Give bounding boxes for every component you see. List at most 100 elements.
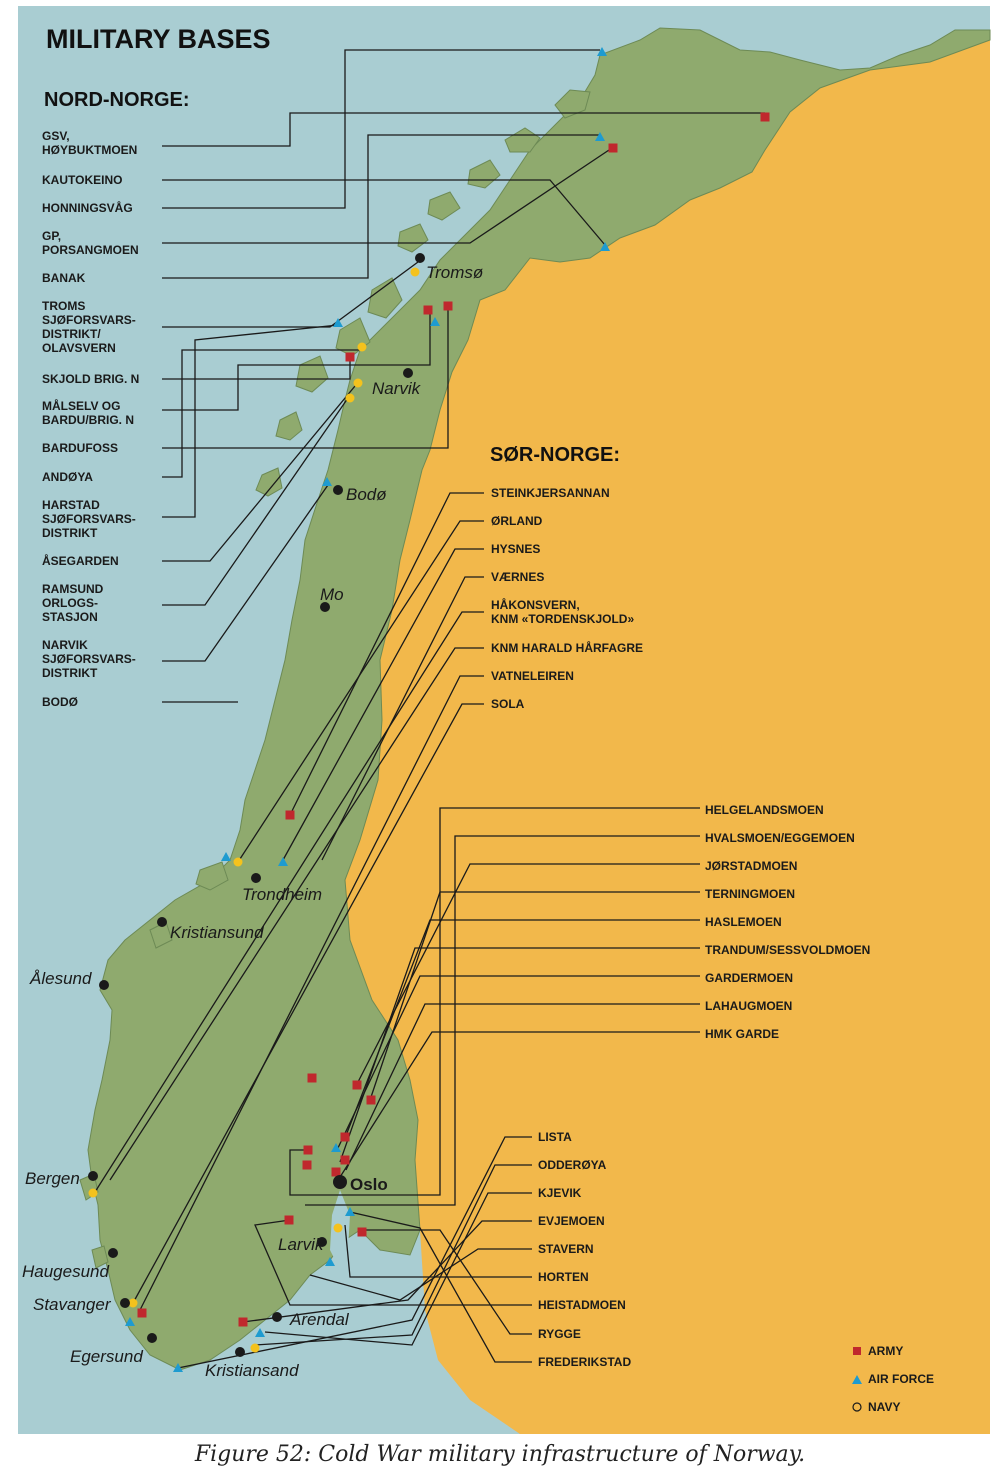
sor-base-label: JØRSTADMOEN (705, 859, 797, 873)
army-marker (302, 1160, 312, 1170)
city-label: Narvik (372, 379, 422, 398)
nord-base-label: BANAK (42, 271, 86, 285)
nord-base-label: GP,PORSANGMOEN (42, 229, 139, 257)
nord-norge-heading: NORD-NORGE: (44, 89, 190, 111)
city-label: Bergen (25, 1169, 80, 1188)
legend-army-swatch (853, 1347, 861, 1355)
army-marker (331, 1167, 341, 1177)
nord-base-label: ÅSEGARDEN (42, 553, 119, 568)
sor-base-label: GARDERMOEN (705, 971, 793, 985)
sor-base-label: ODDERØYA (538, 1158, 607, 1172)
nord-base-label-line: NARVIK (42, 638, 88, 652)
city-label: Larvik (278, 1235, 325, 1254)
sor-base-label: KJEVIK (538, 1186, 582, 1200)
nord-base-label-line: ANDØYA (42, 470, 93, 484)
air-force-marker (430, 317, 440, 326)
leader-line (177, 1136, 532, 1369)
army-marker (357, 1227, 367, 1237)
sor-base-label-line: VATNELEIREN (491, 669, 574, 683)
sor-base-label: ØRLAND (491, 514, 543, 528)
leader-line (162, 134, 600, 279)
leader-line (162, 261, 419, 328)
air-force-marker (600, 242, 610, 251)
air-force-marker (322, 477, 332, 486)
leader-line (237, 520, 484, 863)
leader-line (305, 835, 700, 1206)
army-marker (303, 1145, 313, 1155)
leader-line (345, 1003, 700, 1171)
army-marker (307, 1073, 317, 1083)
sor-base-label: STEINKJERSANNAN (491, 486, 610, 500)
city-dot (251, 873, 261, 883)
city-label: Stavanger (33, 1295, 112, 1314)
base-labels: GSV,HØYBUKTMOENKAUTOKEINOHONNINGSVÅGGP,P… (42, 129, 870, 1369)
nord-base-label-line: RAMSUND (42, 582, 104, 596)
nord-base-label-line: STASJON (42, 610, 98, 624)
air-force-marker (278, 857, 288, 866)
army-marker (760, 112, 770, 122)
nord-base-label-line: SJØFORSVARS- (42, 512, 136, 526)
sor-base-label: HÅKONSVERN,KNM «TORDENSKJOLD» (491, 597, 634, 626)
nord-base-label: KAUTOKEINO (42, 173, 122, 187)
sor-base-label: HELGELANDSMOEN (705, 803, 824, 817)
nord-base-label-line: GP, (42, 229, 61, 243)
army-marker (340, 1132, 350, 1142)
sor-base-label: HVALSMOEN/EGGEMOEN (705, 831, 855, 845)
city-dot (415, 253, 425, 263)
sor-base-label: TERNINGMOEN (705, 887, 795, 901)
leader-line (264, 1192, 532, 1346)
leader-line (162, 147, 613, 244)
leader-line (242, 1220, 532, 1323)
leader-line (162, 112, 765, 147)
leader-line (162, 355, 351, 380)
leader-line (162, 179, 606, 246)
city-dot (235, 1347, 245, 1357)
city-dot (333, 485, 343, 495)
army-marker (352, 1080, 362, 1090)
leader-line (309, 1248, 532, 1301)
legend-navy-swatch (852, 1402, 862, 1412)
nord-base-label-line: SKJOLD BRIG. N (42, 372, 139, 386)
city-label: Trondheim (242, 885, 322, 904)
sor-base-label: TRANDUM/SESSVOLDMOEN (705, 943, 870, 957)
nord-base-label-line: HØYBUKTMOEN (42, 143, 137, 157)
air-force-marker (325, 1257, 335, 1266)
nord-base-label-line: ORLOGS- (42, 596, 98, 610)
air-force-marker (597, 47, 607, 56)
city-dot (157, 917, 167, 927)
nord-base-label-line: PORSANGMOEN (42, 243, 139, 257)
nord-base-label-line: TROMS (42, 299, 85, 313)
leader-line (162, 49, 600, 209)
nord-base-label-line: BARDUFOSS (42, 441, 118, 455)
nord-base-label-line: OLAVSVERN (42, 341, 116, 355)
sor-base-label-line: KNM HARALD HÅRFAGRE (491, 640, 643, 655)
sor-base-label: STAVERN (538, 1242, 594, 1256)
leader-line (282, 548, 484, 861)
sor-base-label-line: HYSNES (491, 542, 540, 556)
nord-base-label-line: HONNINGSVÅG (42, 200, 133, 215)
sor-base-label: HYSNES (491, 542, 540, 556)
city-dot (403, 368, 413, 378)
nord-base-label-line: BARDU/BRIG. N (42, 413, 134, 427)
sor-base-label: HASLEMOEN (705, 915, 782, 929)
city-dot (147, 1333, 157, 1343)
leader-line (336, 975, 700, 1151)
city-label: Arendal (289, 1310, 350, 1329)
army-marker (285, 810, 295, 820)
city-label: Mo (320, 585, 344, 604)
city-label: Bodø (346, 485, 387, 504)
nord-base-label-line: BANAK (42, 271, 86, 285)
leader-line (289, 807, 700, 1196)
sor-base-label: VATNELEIREN (491, 669, 574, 683)
leader-line (162, 397, 349, 606)
leader-line (362, 1229, 532, 1335)
sor-base-label-line: KNM «TORDENSKJOLD» (491, 612, 634, 626)
nord-base-label: BARDUFOSS (42, 441, 118, 455)
city-dot (317, 1237, 327, 1247)
nord-base-label: BODØ (42, 695, 78, 709)
city-label: Ålesund (29, 969, 92, 988)
city-label: Kristiansund (170, 923, 264, 942)
army-marker (284, 1215, 294, 1225)
